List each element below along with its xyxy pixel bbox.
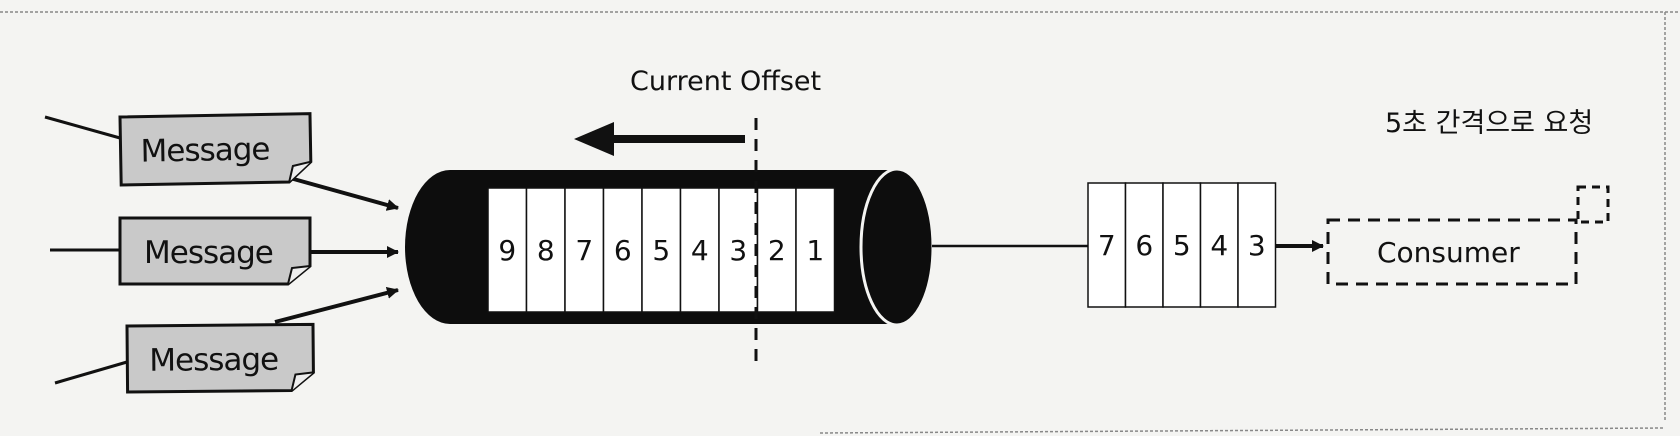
message-label-1: Message	[140, 131, 269, 169]
fetched-cell-label-5: 5	[1173, 229, 1191, 262]
fetched-cell-label-4: 4	[1210, 229, 1228, 262]
queue-cell-label-3: 3	[729, 234, 747, 267]
fetched-cell-4	[1199, 182, 1239, 308]
offset-move-arrow	[574, 122, 745, 156]
queue-cell-label-4: 4	[691, 234, 709, 267]
current-offset-label: Current Offset	[630, 66, 821, 97]
consumer-box	[1326, 218, 1578, 286]
fetched-cell-label-3: 3	[1248, 229, 1266, 262]
fetched-cell-7	[1087, 182, 1127, 308]
polling-interval-label: 5초 간격으로 요청	[1385, 108, 1593, 139]
queue-cell-label-1: 1	[806, 234, 824, 267]
queue-cell-label-7: 7	[575, 234, 593, 267]
message-note-1: Message	[118, 112, 313, 187]
queue-cell-label-2: 2	[768, 234, 786, 267]
fetched-cell-label-6: 6	[1135, 229, 1153, 262]
producer-inputs	[44, 115, 399, 385]
bottom-border	[819, 427, 1666, 434]
input-line-1	[44, 115, 121, 140]
consumer-poll-marker	[1576, 185, 1610, 224]
queue-cell-3	[718, 187, 759, 313]
queue-cell-label-6: 6	[614, 234, 632, 267]
fetched-cell-3	[1237, 182, 1277, 308]
queue-cell-label-9: 9	[498, 234, 516, 267]
queue-cell-2	[756, 187, 797, 313]
input-arrow-3	[274, 286, 399, 324]
fetched-cell-label-7: 7	[1098, 229, 1116, 262]
queue-cell-label-5: 5	[652, 234, 670, 267]
cylinder-end-cap	[859, 167, 935, 327]
queue-cell-9	[487, 187, 528, 313]
queue-cell-5	[641, 187, 682, 313]
input-arrow-1	[289, 176, 399, 211]
queue-cell-label-8: 8	[537, 234, 555, 267]
queue-cell-1	[795, 187, 836, 313]
consumer-label: Consumer	[1377, 236, 1520, 269]
input-line-3	[54, 360, 128, 385]
message-note-2: Message	[118, 216, 312, 286]
message-label-2: Message	[144, 235, 273, 271]
queue-cell-4	[679, 187, 720, 313]
message-note-3: Message	[125, 322, 315, 394]
message-label-3: Message	[149, 342, 278, 379]
fetched-cell-5	[1162, 182, 1202, 308]
